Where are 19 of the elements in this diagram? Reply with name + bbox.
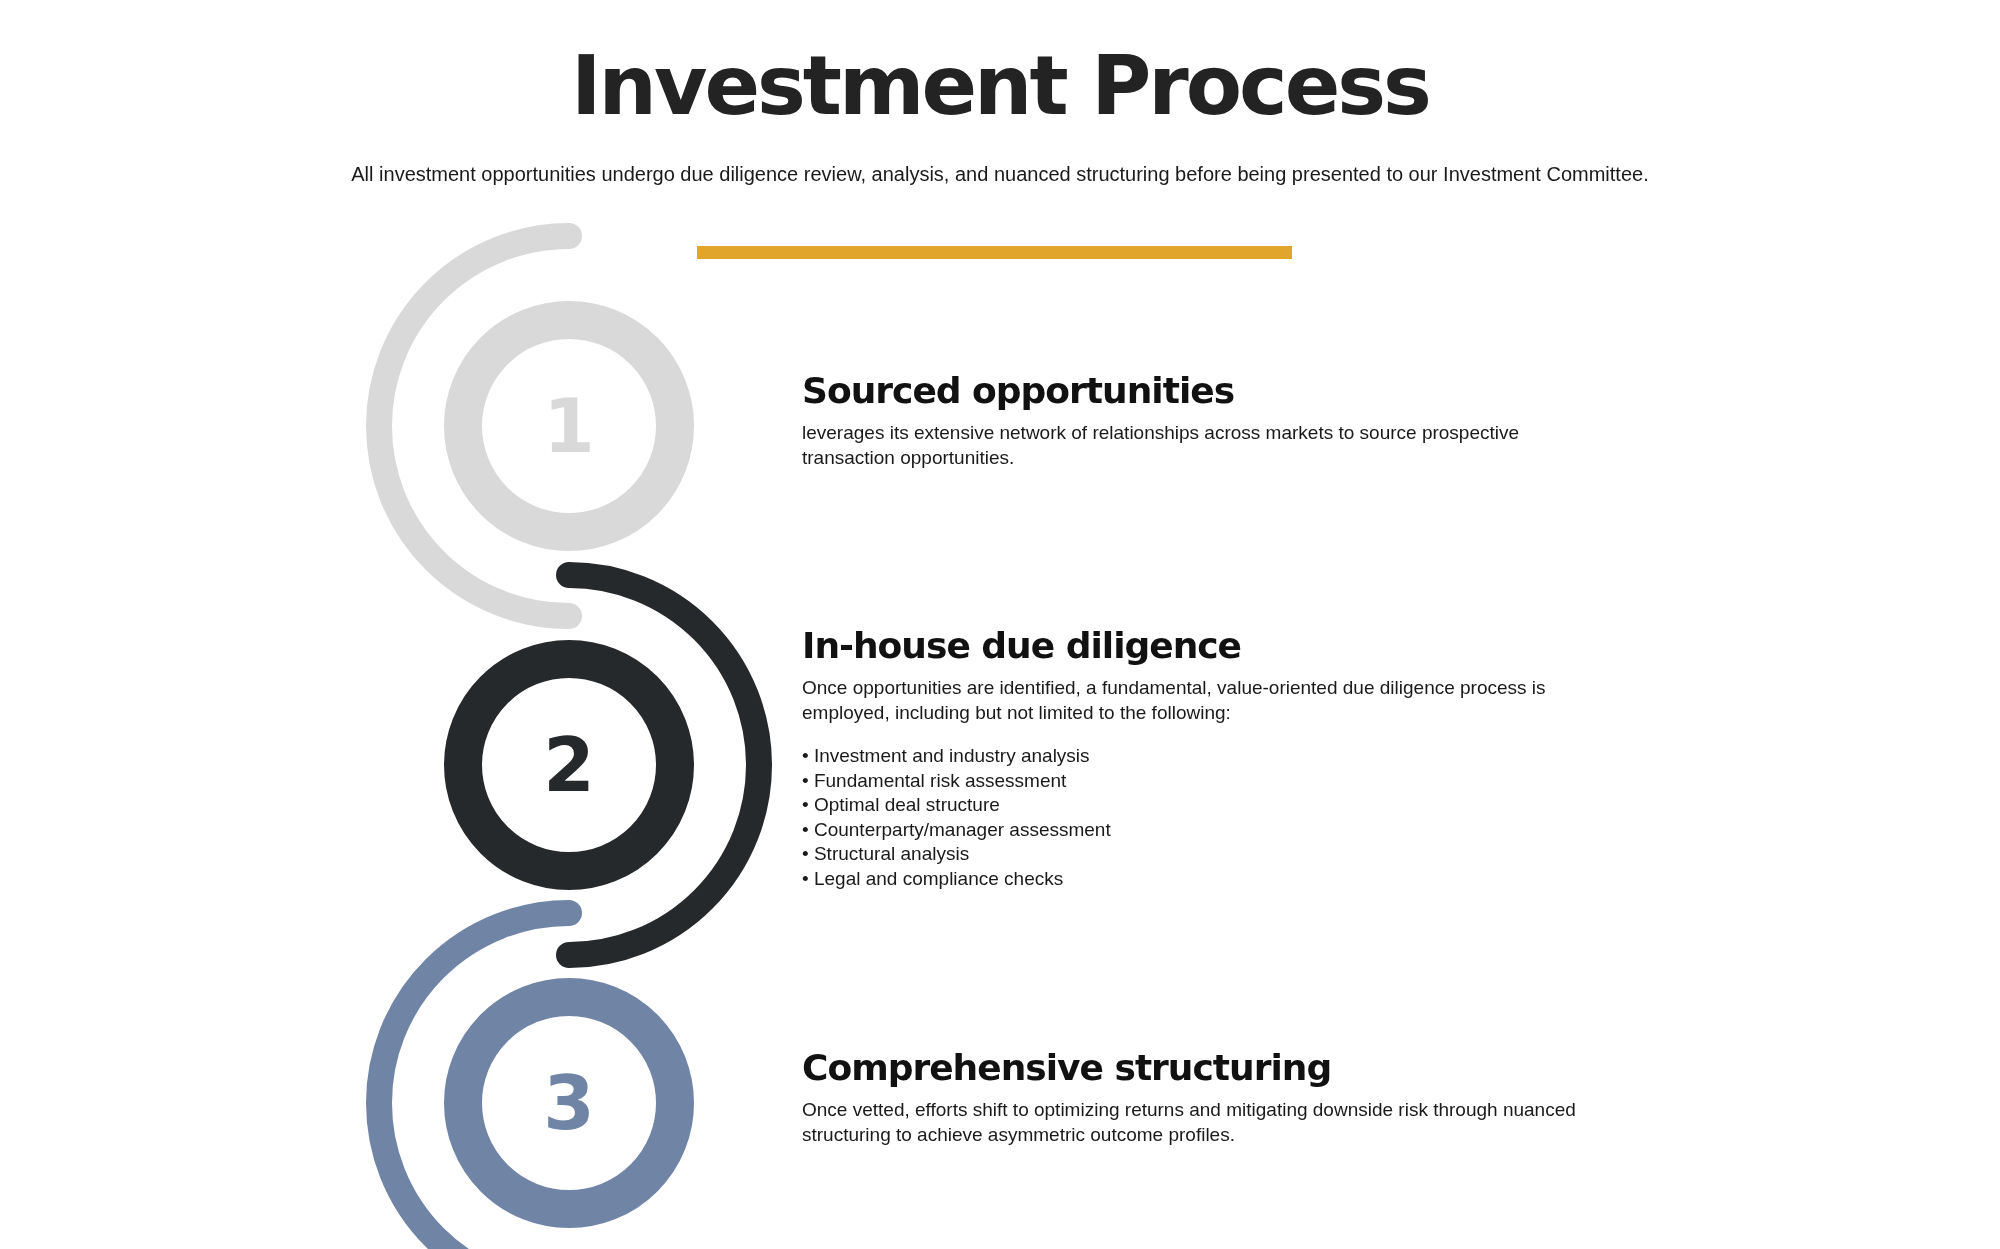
step-number: 3 xyxy=(543,1066,595,1140)
bullet-item: • Optimal deal structure xyxy=(802,793,1000,817)
step-circle xyxy=(444,640,694,890)
step-heading: Sourced opportunities xyxy=(802,370,1235,411)
step-heading: Comprehensive structuring xyxy=(802,1047,1332,1088)
step-circle xyxy=(444,301,694,551)
bullet-item: • Structural analysis xyxy=(802,842,970,866)
bullet-item: • Fundamental risk assessment xyxy=(802,768,1067,793)
step-description: Once opportunities are identified, a fundamental, value-oriented due diligence process is employed, including but not limited to the following: xyxy=(802,676,1547,725)
bullet-item: • Legal and compliance checks xyxy=(802,866,1064,891)
step-circle xyxy=(444,978,694,1228)
bullet-item: • Investment and industry analysis xyxy=(802,744,1090,768)
subtitle: All investment opportunities undergo due diligence review, analysis, and nuanced structuring before being presented to our Investment Committee. xyxy=(351,163,1649,186)
step-heading: In-house due diligence xyxy=(802,625,1242,666)
bullet-item: • Counterparty/manager assessment xyxy=(802,817,1111,842)
step-description: leverages its extensive network of relationships across markets to source prospective transaction opportunities. xyxy=(802,421,1521,470)
title: Investment Process xyxy=(571,38,1429,133)
step-description: Once vetted, efforts shift to optimizing returns and mitigating downside risk through nuanced structuring to achieve asymmetric outcome profiles. xyxy=(802,1098,1577,1147)
step-number: 2 xyxy=(543,728,595,802)
